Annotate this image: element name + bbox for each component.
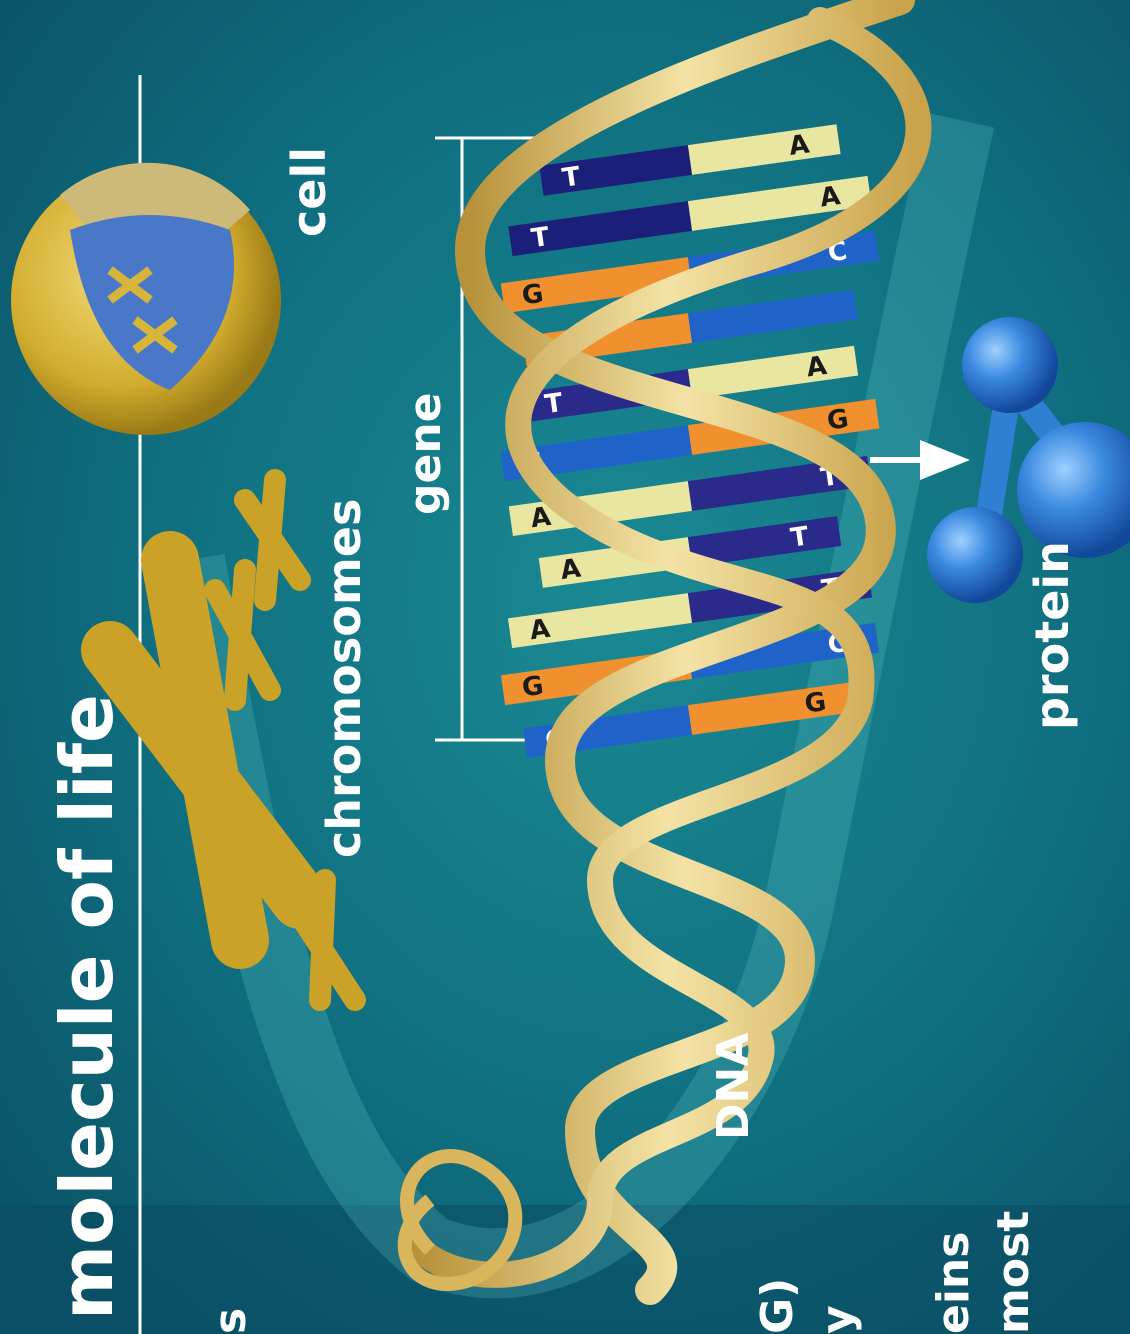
cut-text-1: s <box>205 1308 256 1334</box>
base-letter: A <box>787 129 811 162</box>
base-letter: A <box>805 351 829 384</box>
cut-text-4: eins <box>928 1232 979 1334</box>
protein-atom <box>962 317 1058 413</box>
cell-illustration <box>11 163 281 435</box>
base-letter: G <box>520 671 545 704</box>
protein-atom <box>927 507 1023 603</box>
base-letter: A <box>559 554 583 587</box>
label-protein: protein <box>1025 541 1079 730</box>
base-letter: A <box>818 181 842 214</box>
cut-text-5: most <box>988 1211 1039 1334</box>
cut-text-3: y <box>812 1305 863 1334</box>
label-gene: gene <box>400 392 451 515</box>
cut-text-2: G) <box>752 1278 803 1334</box>
label-cell: cell <box>282 147 336 237</box>
base-letter: G <box>803 687 828 720</box>
label-chromosomes: chromosomes <box>317 499 371 858</box>
base-letter: G <box>520 279 545 312</box>
base-letter: A <box>528 614 552 647</box>
label-dna: DNA <box>708 1033 759 1140</box>
base-letter: G <box>825 404 850 437</box>
page-title: molecule of life <box>45 694 129 1320</box>
